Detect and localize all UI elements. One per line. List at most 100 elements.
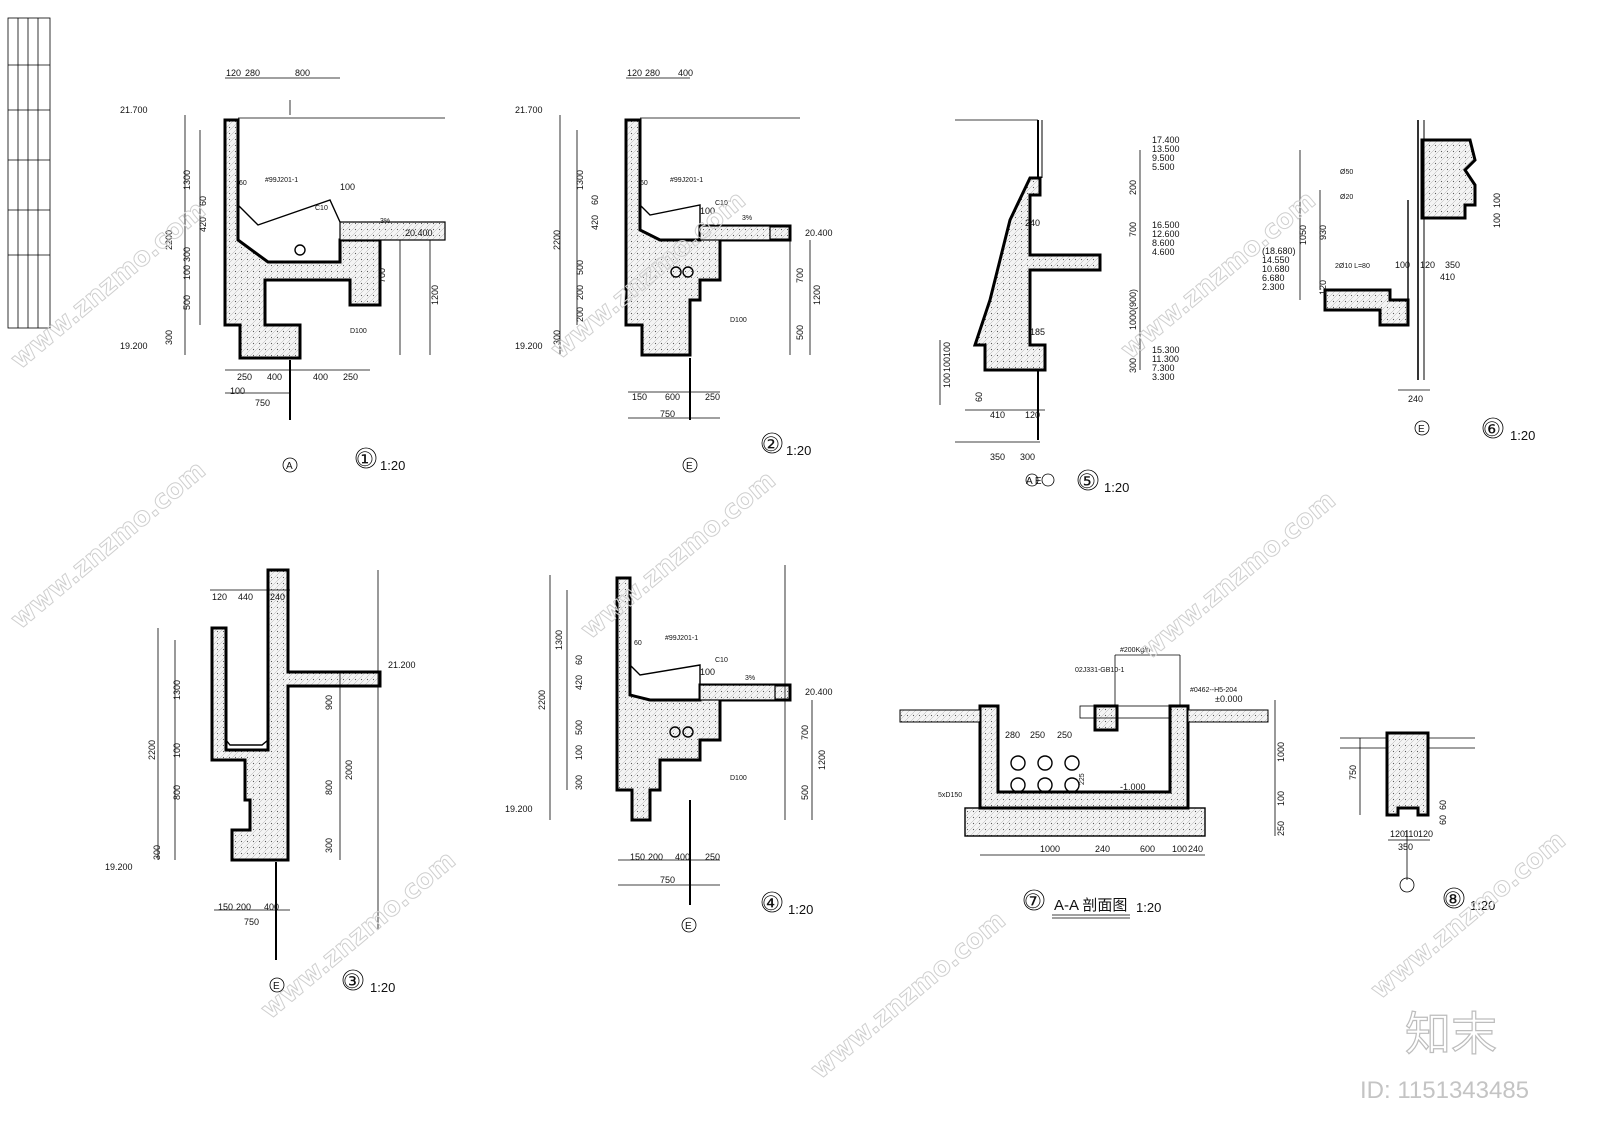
dim: 100: [700, 667, 715, 677]
dim: 120: [1418, 829, 1433, 839]
level-mark: 21.200: [388, 660, 416, 670]
dim: 240: [1408, 394, 1423, 404]
note: 3%: [380, 218, 390, 225]
dim: 60: [198, 196, 208, 206]
note: Ø20: [1340, 194, 1353, 201]
dim: 250: [705, 392, 720, 402]
detail-scale: 1:20: [788, 902, 813, 917]
axis-label: E: [686, 461, 693, 472]
dim: 1200: [430, 285, 440, 305]
dim: 60: [1438, 800, 1448, 810]
dim: 1300: [575, 170, 585, 190]
axis-label: E: [273, 981, 280, 992]
dim: 350: [1398, 842, 1413, 852]
level-mark: (18.680): [1262, 246, 1296, 256]
dim: 100: [942, 373, 952, 388]
dim: 120: [212, 592, 227, 602]
title-block: [7, 17, 51, 329]
note: #99J201-1: [665, 635, 698, 642]
dim: 1300: [182, 170, 192, 190]
dim: 150: [630, 852, 645, 862]
dim: 2000: [344, 760, 354, 780]
dim: 300: [152, 845, 162, 860]
level-mark: 17.400: [1152, 135, 1180, 145]
note: #99J201-1: [670, 177, 703, 184]
dim: 100: [942, 357, 952, 372]
dim: 400: [675, 852, 690, 862]
dim: 500: [182, 295, 192, 310]
dim: 100: [1492, 193, 1502, 208]
dim: 1200: [817, 750, 827, 770]
axis-label: E: [1418, 424, 1425, 435]
dim: 750: [244, 917, 259, 927]
detail-number: ⑦: [1024, 891, 1042, 913]
detail-number: ③: [343, 971, 361, 993]
dim: 100: [1492, 213, 1502, 228]
dim: 100: [182, 265, 192, 280]
level-mark: 13.500: [1152, 144, 1180, 154]
dim: 420: [198, 217, 208, 232]
dim: 250: [1276, 821, 1286, 836]
detail-4: E ④ 1:20 150 200 400 250 750 1300 420 60…: [505, 565, 833, 933]
id-watermark: ID: 1151343485: [1360, 1077, 1529, 1104]
watermark-text: www.znzmo.com: [5, 195, 211, 375]
detail-2: E ② 1:20 120 280 400 21.700 19.200 20.40…: [515, 68, 833, 473]
dim: 100: [1172, 844, 1187, 854]
dim: 120: [627, 68, 642, 78]
note: #0462--H5-204: [1190, 687, 1237, 694]
dim: 700: [795, 268, 805, 283]
dim: 100: [230, 386, 245, 396]
dim: 120: [226, 68, 241, 78]
detail-scale: 1:20: [370, 980, 395, 995]
level-mark: 11.300: [1152, 354, 1179, 364]
note: 60: [239, 180, 247, 187]
dim: 300: [1128, 358, 1138, 373]
detail-3: E ③ 1:20 120 440 240 150 200 400 750 130…: [105, 568, 416, 995]
dim: 420: [590, 215, 600, 230]
dim: 150: [218, 902, 233, 912]
dim: 600: [665, 392, 680, 402]
watermark-text: www.znzmo.com: [575, 465, 781, 645]
dim: 930: [1318, 225, 1328, 240]
dim: 800: [324, 780, 334, 795]
dim: 700: [377, 268, 387, 283]
note: 225: [1079, 773, 1086, 785]
dim: 250: [705, 852, 720, 862]
note: #200Kg/n: [1120, 647, 1150, 654]
dim: 280: [245, 68, 260, 78]
watermark-text: www.znzmo.com: [805, 905, 1011, 1085]
dim: 150: [632, 392, 647, 402]
dim: 250: [237, 372, 252, 382]
dim: 100: [1276, 791, 1286, 806]
dim: 750: [660, 409, 675, 419]
detail-scale: 1:20: [1470, 898, 1495, 913]
axis-label: A: [286, 461, 293, 472]
dim: 300: [324, 838, 334, 853]
detail-number: ④: [762, 893, 780, 915]
dim: 350: [1445, 260, 1460, 270]
level-mark: 20.400: [805, 228, 833, 238]
level-mark: 10.680: [1262, 264, 1290, 274]
watermark-text: www.znzmo.com: [1365, 825, 1571, 1005]
dim: 100: [700, 206, 715, 216]
level-mark: 2.300: [1262, 282, 1285, 292]
dim: 280: [645, 68, 660, 78]
dim: 250: [1057, 730, 1072, 740]
dim: 280: [1005, 730, 1020, 740]
dim: 185: [1030, 327, 1045, 337]
level-mark: 14.550: [1262, 255, 1290, 265]
dim: 300: [164, 330, 174, 345]
axis-label: A E: [1026, 476, 1042, 487]
note: 3%: [742, 215, 752, 222]
detail-7: ⑦ A-A 剖面图 1:20 280 250 250 1000 240 600 …: [899, 647, 1286, 919]
dim: 1000(900): [1128, 289, 1138, 330]
detail-scale: 1:20: [380, 458, 405, 473]
dim: 410: [990, 410, 1005, 420]
axis-label: E: [685, 921, 692, 932]
level-mark: 6.680: [1262, 273, 1285, 283]
detail-number: ⑤: [1078, 471, 1096, 493]
dim: 800: [172, 785, 182, 800]
dim: 120: [1390, 829, 1405, 839]
level-mark: 7.300: [1152, 363, 1175, 373]
dim: 900: [324, 695, 334, 710]
